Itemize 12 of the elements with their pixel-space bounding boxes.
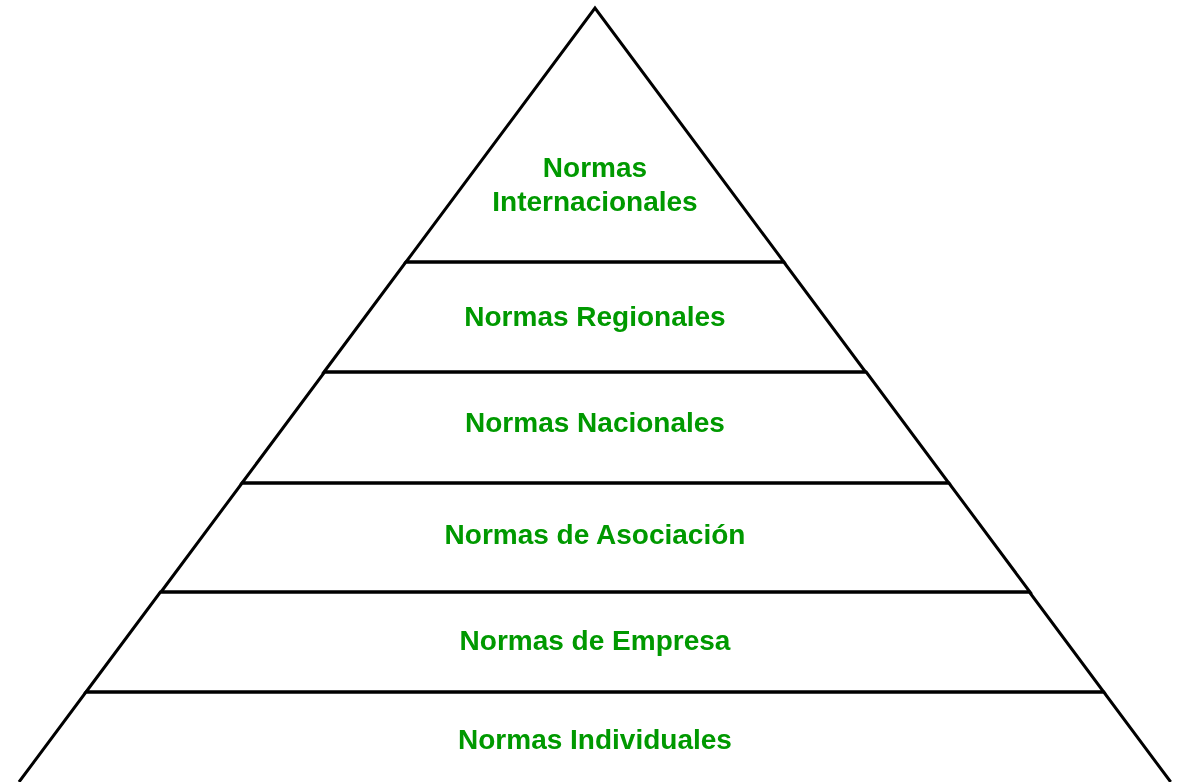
tier-label: Normas Internacionales: [491, 151, 699, 219]
pyramid-tier: [324, 262, 866, 372]
tier-label: Normas Individuales: [458, 723, 732, 757]
pyramid-tier: [406, 8, 784, 262]
pyramid-tier: [241, 372, 949, 483]
pyramid-tier: [160, 483, 1030, 592]
tier-label: Normas de Empresa: [459, 624, 731, 658]
pyramid-tier: [19, 692, 1171, 782]
tier-label: Normas de Asociación: [444, 518, 746, 552]
tier-label: Normas Regionales: [464, 300, 726, 334]
tier-label: Normas Nacionales: [465, 406, 725, 440]
pyramid-tier: [86, 592, 1104, 692]
